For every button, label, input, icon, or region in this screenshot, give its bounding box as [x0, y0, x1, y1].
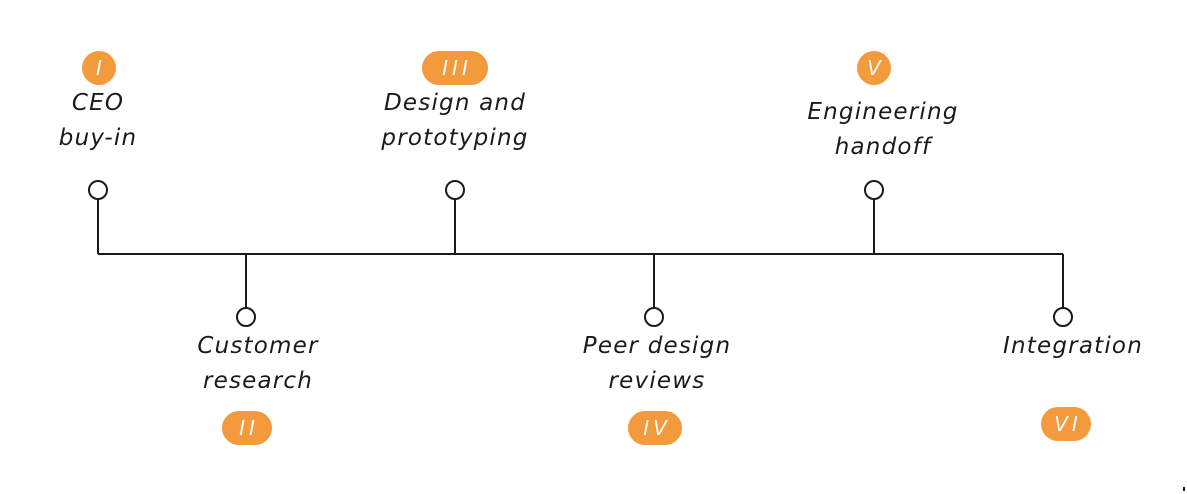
milestone-label-line: Customer	[197, 333, 319, 359]
corner-mark	[1183, 487, 1185, 491]
numeral-badge-text: III	[442, 56, 472, 80]
numeral-badge	[1041, 407, 1091, 441]
milestone-label-line: CEO	[72, 90, 124, 116]
milestone-label-line: reviews	[609, 368, 706, 394]
numeral-badge	[222, 411, 272, 445]
numeral-badge	[857, 51, 891, 85]
numeral-badge-text: V	[867, 56, 885, 80]
milestone-3: Design and prototyping III	[380, 51, 528, 254]
milestone-label-line: Engineering	[807, 99, 958, 125]
milestone-1: CEO buy-in I	[59, 51, 137, 254]
milestone-5: Engineering handoff V	[807, 51, 958, 254]
milestone-node	[644, 307, 664, 327]
numeral-badge	[82, 51, 116, 85]
milestone-label-line: handoff	[835, 134, 933, 160]
numeral-badge-text: VI	[1054, 412, 1082, 436]
milestone-node	[445, 180, 465, 200]
numeral-badge-text: I	[96, 56, 106, 80]
milestone-label-line: prototyping	[380, 125, 528, 151]
milestone-node	[1053, 307, 1073, 327]
numeral-badge	[628, 411, 682, 445]
milestone-label-line: Integration	[1003, 333, 1143, 359]
numeral-badge-text: II	[239, 416, 259, 440]
milestone-node	[88, 180, 108, 200]
milestone-label-line: Peer design	[583, 333, 731, 359]
numeral-badge	[422, 51, 488, 85]
milestone-label-line: buy-in	[59, 125, 137, 151]
milestone-label-line: research	[203, 368, 313, 394]
numeral-badge-text: IV	[643, 416, 671, 440]
milestone-node	[236, 307, 256, 327]
milestone-node	[864, 180, 884, 200]
milestone-label-line: Design and	[384, 90, 526, 116]
